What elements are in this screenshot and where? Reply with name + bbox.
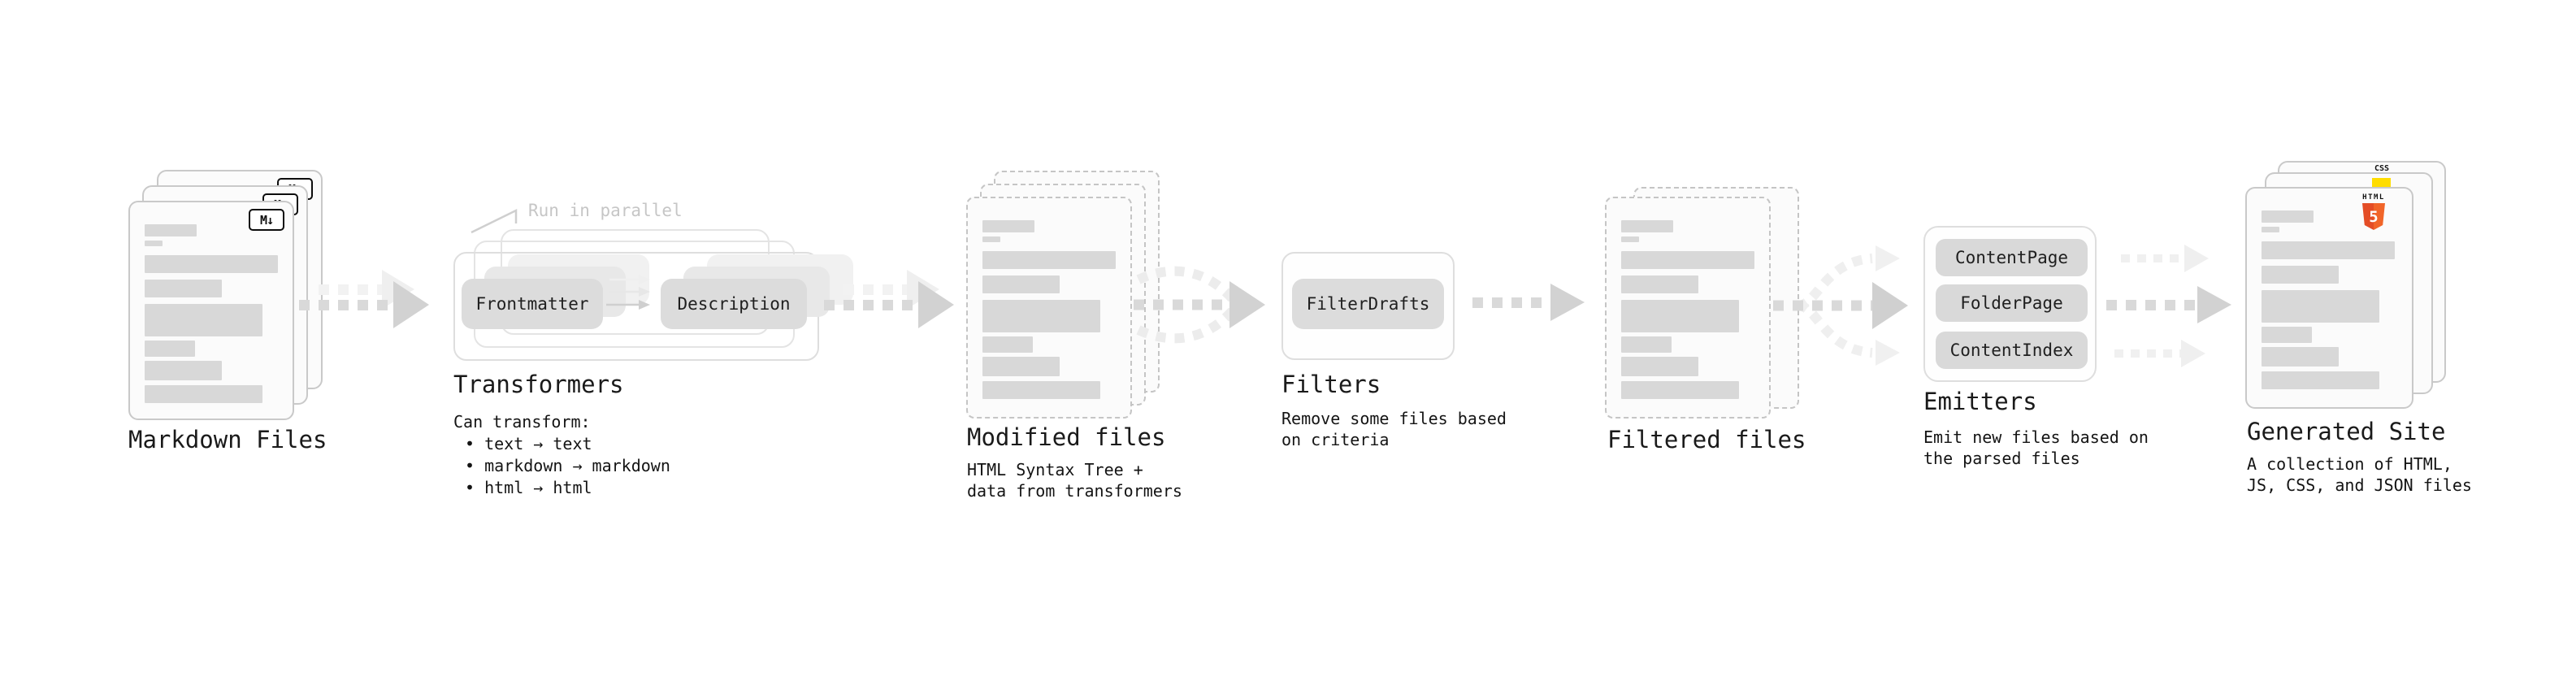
html5-shield: 5 bbox=[2362, 203, 2385, 230]
contentindex-box: ContentIndex bbox=[1936, 332, 2088, 369]
html5-word: HTML bbox=[2362, 193, 2385, 202]
modified-card-front bbox=[966, 197, 1132, 419]
note-bullet: • html → html bbox=[465, 478, 592, 497]
filters-title: Filters bbox=[1281, 371, 1381, 398]
arrow-fanin-modified-to-filters bbox=[1134, 266, 1265, 344]
subtitle-line: Remove some files based bbox=[1281, 409, 1507, 428]
dashed-arrow-middle bbox=[2106, 286, 2231, 323]
modified-files-title: Modified files bbox=[967, 423, 1166, 451]
doc-text-placeholder bbox=[145, 224, 278, 403]
transformers-title: Transformers bbox=[453, 371, 624, 398]
annotation-leader-line bbox=[471, 208, 518, 234]
dashed-arrow bbox=[824, 281, 954, 328]
html5-icon: HTML 5 bbox=[2360, 193, 2387, 230]
filtered-files-stack bbox=[1605, 187, 1800, 421]
subtitle-line: JS, CSS, and JSON files bbox=[2247, 475, 2472, 495]
filtered-files-title: Filtered files bbox=[1607, 426, 1806, 453]
note-bullet: • text → text bbox=[465, 434, 592, 453]
subtitle-line: A collection of HTML, bbox=[2247, 454, 2452, 474]
dashed-arrow-top bbox=[2121, 245, 2209, 272]
note-heading: Can transform: bbox=[453, 412, 591, 432]
doc-text-placeholder bbox=[982, 220, 1116, 399]
markdown-files-title: Markdown Files bbox=[128, 426, 327, 453]
run-in-parallel-label: Run in parallel bbox=[528, 201, 683, 220]
subtitle-line: on criteria bbox=[1281, 430, 1390, 449]
generated-site-subtitle: A collection of HTML, JS, CSS, and JSON … bbox=[2247, 453, 2472, 496]
parallel-arrows-icon bbox=[606, 275, 650, 310]
frontmatter-box: Frontmatter bbox=[462, 279, 603, 329]
filtered-card-front bbox=[1605, 197, 1771, 419]
description-box: Description bbox=[661, 279, 807, 329]
markdown-files-stack: M↓ M↓ M↓ bbox=[128, 170, 325, 422]
markdown-icon: M↓ bbox=[249, 209, 284, 231]
generated-site-stack: CSS HTML 5 bbox=[2245, 161, 2447, 410]
doc-text-placeholder bbox=[2262, 210, 2395, 389]
doc-text-placeholder bbox=[1621, 220, 1754, 399]
subtitle-line: Emit new files based on bbox=[1923, 427, 2149, 447]
modified-files-stack bbox=[966, 171, 1161, 421]
filterdrafts-box: FilterDrafts bbox=[1292, 279, 1444, 329]
generated-card-html: HTML 5 bbox=[2245, 187, 2413, 409]
contentpage-box: ContentPage bbox=[1936, 239, 2088, 276]
subtitle-line: data from transformers bbox=[967, 481, 1182, 501]
filters-subtitle: Remove some files based on criteria bbox=[1281, 408, 1507, 450]
transformers-notes: Can transform: • text → text • markdown … bbox=[453, 411, 670, 499]
subtitle-line: the parsed files bbox=[1923, 449, 2080, 468]
arrow-filters-to-filtered bbox=[1472, 284, 1585, 321]
dashed-arrow-bottom bbox=[2114, 340, 2205, 367]
html5-number: 5 bbox=[2369, 207, 2379, 226]
subtitle-line: HTML Syntax Tree + bbox=[967, 460, 1143, 479]
modified-files-subtitle: HTML Syntax Tree + data from transformer… bbox=[967, 459, 1182, 501]
arrow-fanout-filtered-to-emitters bbox=[1773, 245, 1908, 366]
note-bullet: • markdown → markdown bbox=[465, 456, 670, 475]
emitters-container: ContentPage FolderPage ContentIndex bbox=[1923, 226, 2097, 382]
folderpage-box: FolderPage bbox=[1936, 284, 2088, 322]
emitters-subtitle: Emit new files based on the parsed files bbox=[1923, 427, 2149, 469]
emitters-title: Emitters bbox=[1923, 388, 2037, 415]
generated-site-title: Generated Site bbox=[2247, 418, 2446, 445]
markdown-card-front: M↓ bbox=[128, 201, 294, 420]
dashed-arrow bbox=[299, 281, 429, 328]
